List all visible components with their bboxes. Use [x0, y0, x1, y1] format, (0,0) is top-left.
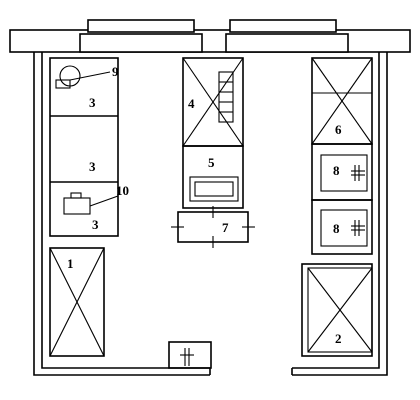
- unit-6: [311, 57, 373, 145]
- unit-8-lower: [311, 199, 373, 255]
- label-5: 5: [208, 155, 215, 170]
- outer-wall: [33, 52, 388, 376]
- label-9: 9: [112, 64, 119, 79]
- unit-2: [301, 263, 373, 357]
- label-7: 7: [222, 220, 229, 235]
- label-8-lower: 8: [333, 221, 340, 236]
- label-10: 10: [116, 183, 129, 198]
- unit-3-stack: [49, 57, 119, 237]
- label-2: 2: [335, 331, 342, 346]
- top-beam: [9, 19, 411, 53]
- label-3-mid: 3: [89, 159, 96, 174]
- label-6: 6: [335, 122, 342, 137]
- label-1: 1: [67, 256, 74, 271]
- unit-8-upper: [311, 143, 373, 201]
- label-3-bottom: 3: [92, 217, 99, 232]
- unit-5: [182, 145, 244, 209]
- unit-7: [171, 206, 255, 248]
- item-10-device: [63, 192, 119, 215]
- label-4: 4: [188, 96, 195, 111]
- label-3-top: 3: [89, 95, 96, 110]
- unit-1: [49, 247, 105, 357]
- bottom-box: [168, 341, 212, 369]
- item-9-device: [55, 65, 111, 89]
- label-8-upper: 8: [333, 163, 340, 178]
